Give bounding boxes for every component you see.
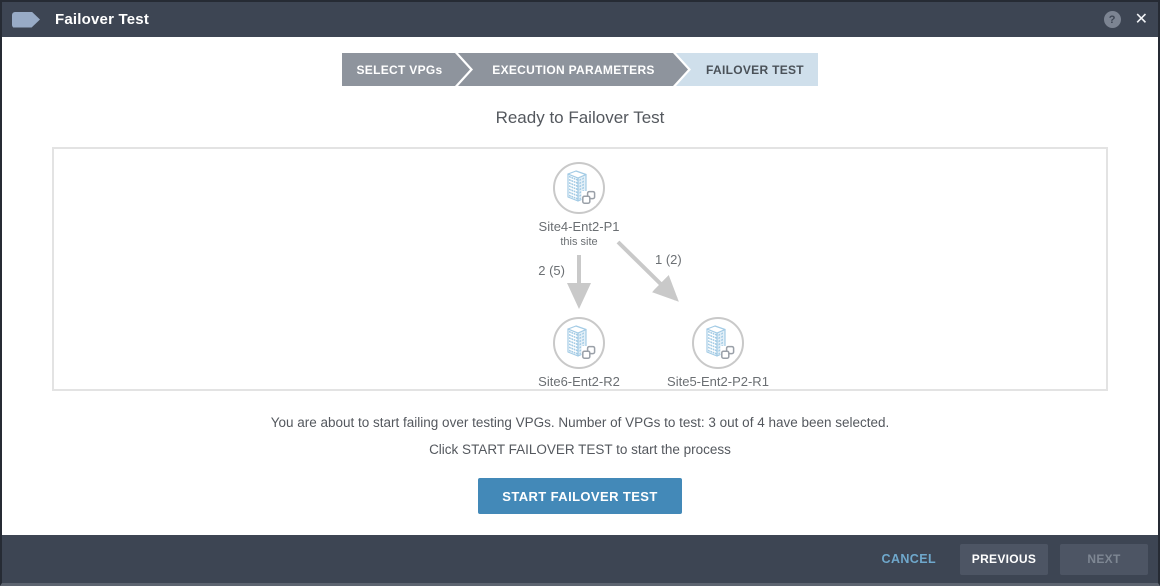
help-icon[interactable]: ? xyxy=(1103,11,1121,28)
dialog-title: Failover Test xyxy=(55,11,150,28)
close-icon[interactable]: ✕ xyxy=(1134,10,1148,28)
site-node-source: Site4-Ent2-P1 this site xyxy=(494,161,664,248)
wizard-arrow-icon xyxy=(12,11,40,28)
site-building-icon xyxy=(553,317,605,369)
edge-count-label-1: 2 (5) xyxy=(538,263,565,278)
page-title: Ready to Failover Test xyxy=(495,108,665,127)
replication-arrows xyxy=(567,240,679,309)
next-button[interactable]: NEXT xyxy=(1060,543,1148,575)
topology-diagram: Site4-Ent2-P1 this site Site6-Ent2-R2 Si… xyxy=(52,147,1108,391)
dialog-content: SELECT VPGs EXECUTION PARAMETERS FAILOVE… xyxy=(2,37,1158,535)
site-building-icon xyxy=(692,317,744,369)
site-name: Site5-Ent2-P2-R1 xyxy=(667,374,769,389)
wizard-stepper: SELECT VPGs EXECUTION PARAMETERS FAILOVE… xyxy=(2,53,1158,86)
dialog-titlebar: Failover Test ? ✕ xyxy=(2,2,1158,37)
step-failover-test[interactable]: FAILOVER TEST xyxy=(676,53,818,86)
site-building-icon xyxy=(553,162,605,214)
site-name: Site6-Ent2-R2 xyxy=(538,374,620,389)
start-failover-test-button[interactable]: START FAILOVER TEST xyxy=(478,478,682,514)
previous-button[interactable]: PREVIOUS xyxy=(960,543,1048,575)
dialog-footer: CANCEL PREVIOUS NEXT xyxy=(2,535,1158,583)
cancel-button[interactable]: CANCEL xyxy=(881,552,936,566)
edge-count-label-2: 1 (2) xyxy=(655,252,682,267)
site-node-target-2: Site5-Ent2-P2-R1 xyxy=(633,316,803,389)
step-execution-parameters[interactable]: EXECUTION PARAMETERS xyxy=(458,53,688,86)
site-node-target-1: Site6-Ent2-R2 xyxy=(494,316,664,389)
instruction-message: Click START FAILOVER TEST to start the p… xyxy=(429,442,731,457)
this-site-note: this site xyxy=(560,236,598,248)
site-name: Site4-Ent2-P1 xyxy=(538,219,620,234)
step-select-vpgs[interactable]: SELECT VPGs xyxy=(342,53,470,86)
summary-message: You are about to start failing over test… xyxy=(270,415,890,430)
